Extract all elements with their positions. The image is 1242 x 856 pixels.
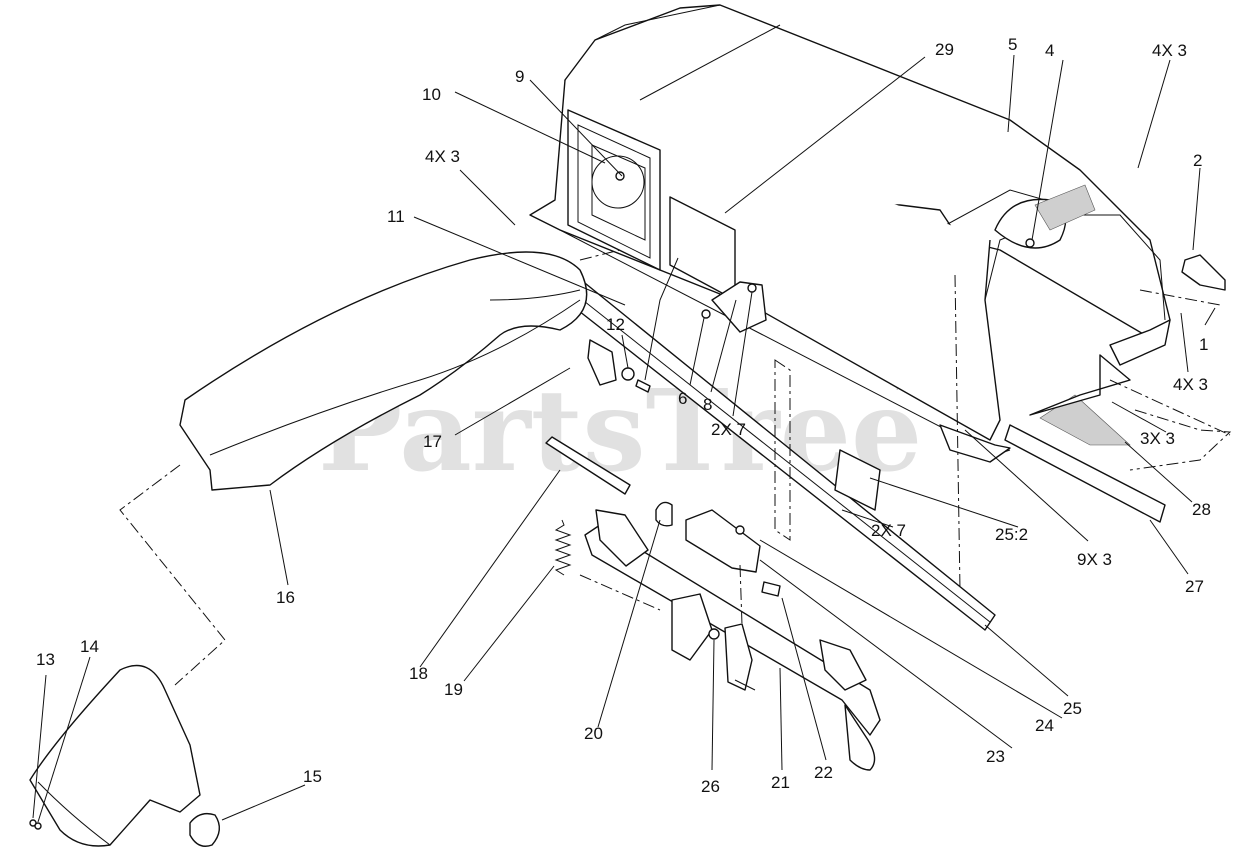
side-rail-part (1004, 424, 1166, 523)
callout-3x3: 3X 3 (1140, 429, 1175, 448)
callout-4x3-right: 4X 3 (1173, 375, 1208, 394)
callout-25-2: 25:2 (995, 525, 1028, 544)
callout-9x3: 9X 3 (1077, 550, 1112, 569)
callout-18: 18 (409, 664, 428, 683)
leader-lines (32, 54, 1216, 823)
callout-11: 11 (387, 207, 405, 226)
rail-decal-part (834, 449, 881, 511)
side-grille-part (1039, 394, 1131, 446)
callout-1: 1 (1199, 335, 1208, 354)
emblem-part (994, 184, 1096, 249)
callout-14: 14 (80, 637, 99, 656)
callout-labels: 1 2 4 4X 3 5 29 9 10 4X 3 11 12 6 8 2X 7… (36, 35, 1211, 796)
callout-13: 13 (36, 650, 55, 669)
lever-rod-part (587, 257, 679, 393)
latch-part (701, 281, 767, 333)
callout-4x3-top: 4X 3 (1152, 41, 1187, 60)
callout-15: 15 (303, 767, 322, 786)
callout-29: 29 (935, 40, 954, 59)
callout-27: 27 (1185, 577, 1204, 596)
mount-plate-part (685, 509, 781, 640)
fender-part (179, 251, 588, 491)
callout-10: 10 (422, 85, 441, 104)
callout-2x7-upper: 2X 7 (711, 420, 746, 439)
spring-part (554, 519, 572, 576)
side-panel-part (1029, 354, 1131, 416)
callout-20: 20 (584, 724, 603, 743)
callout-6: 6 (678, 389, 687, 408)
callout-4: 4 (1045, 41, 1054, 60)
callout-8: 8 (703, 395, 712, 414)
light-housing-part (567, 109, 661, 271)
bushing-part (655, 501, 673, 527)
callout-28: 28 (1192, 500, 1211, 519)
callout-21: 21 (771, 773, 790, 792)
callout-5: 5 (1008, 35, 1017, 54)
bracket-part (1181, 254, 1226, 291)
callout-22: 22 (814, 763, 833, 782)
callout-19: 19 (444, 680, 463, 699)
callout-9: 9 (515, 67, 524, 86)
discharge-chute-part (29, 664, 220, 847)
callout-25: 25 (1063, 699, 1082, 718)
callout-2x7-lower: 2X 7 (871, 521, 906, 540)
callout-17: 17 (423, 432, 442, 451)
callout-12: 12 (606, 315, 625, 334)
axle-assembly-part (584, 509, 881, 771)
callout-16: 16 (276, 588, 295, 607)
callout-24: 24 (1035, 716, 1054, 735)
callout-2: 2 (1193, 151, 1202, 170)
callout-4x3-left: 4X 3 (425, 147, 460, 166)
callout-23: 23 (986, 747, 1005, 766)
rod-part (545, 436, 631, 495)
callout-26: 26 (701, 777, 720, 796)
